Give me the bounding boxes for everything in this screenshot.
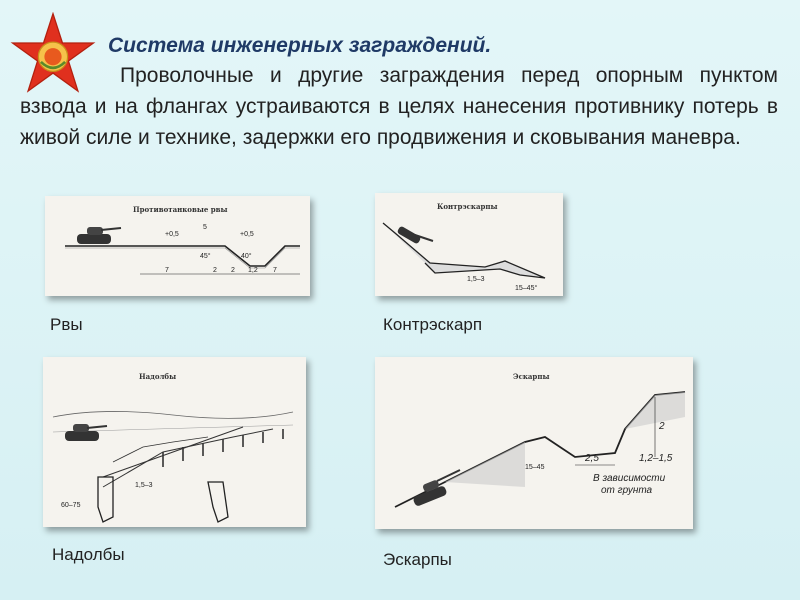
svg-text:от грунта: от грунта [601,485,653,496]
svg-text:2: 2 [213,267,217,274]
svg-text:1,2: 1,2 [248,267,258,274]
counterscarp-caption: Контрэскарп [383,315,483,334]
figure-inner-title: Эскарпы [513,372,549,381]
svg-text:В зависимости: В зависимости [593,473,666,484]
svg-text:7: 7 [165,267,169,274]
antitank-posts-figure: Надолбы 1,5–3 60–75 [43,357,306,527]
slide-title: Система инженерных заграждений. [108,34,492,57]
svg-text:5: 5 [203,224,207,231]
svg-text:40°: 40° [241,252,252,260]
svg-text:2: 2 [658,421,665,432]
figure-inner-title: Надолбы [139,372,176,381]
tank-icon [65,424,108,441]
svg-text:2,5: 2,5 [584,453,599,464]
ditches-caption: Рвы [50,315,83,334]
figure-inner-title: Противотанковые рвы [133,205,228,214]
counterscarp-figure: Контрэскарпы 1,5–3 15–45° [375,193,563,296]
antitank-ditch-figure: Противотанковые рвы +0,5 5 +0,5 45° 40° … [45,196,310,296]
posts-caption: Надолбы [52,545,125,564]
svg-text:1,5–3: 1,5–3 [135,482,153,489]
svg-text:+0,5: +0,5 [165,231,179,238]
svg-text:1,2–1,5: 1,2–1,5 [639,453,673,464]
slide-body-text: Проволочные и другие заграждения перед о… [20,64,778,149]
escarp-figure: Эскарпы 2 2,5 1,2–1,5 15–45 В зависимост… [375,357,693,529]
red-star-emblem-icon [10,11,96,98]
svg-text:60–75: 60–75 [61,502,81,509]
svg-text:15–45: 15–45 [525,464,545,471]
svg-text:45°: 45° [200,252,211,260]
svg-text:+0,5: +0,5 [240,231,254,238]
tank-icon [77,227,122,244]
tank-icon [413,469,461,506]
svg-text:2: 2 [231,267,235,274]
figure-inner-title: Контрэскарпы [437,202,498,211]
escarp-caption: Эскарпы [383,550,452,569]
svg-text:7: 7 [273,267,277,274]
svg-text:1,5–3: 1,5–3 [467,276,485,283]
tank-icon [397,226,434,244]
svg-text:15–45°: 15–45° [515,284,537,292]
